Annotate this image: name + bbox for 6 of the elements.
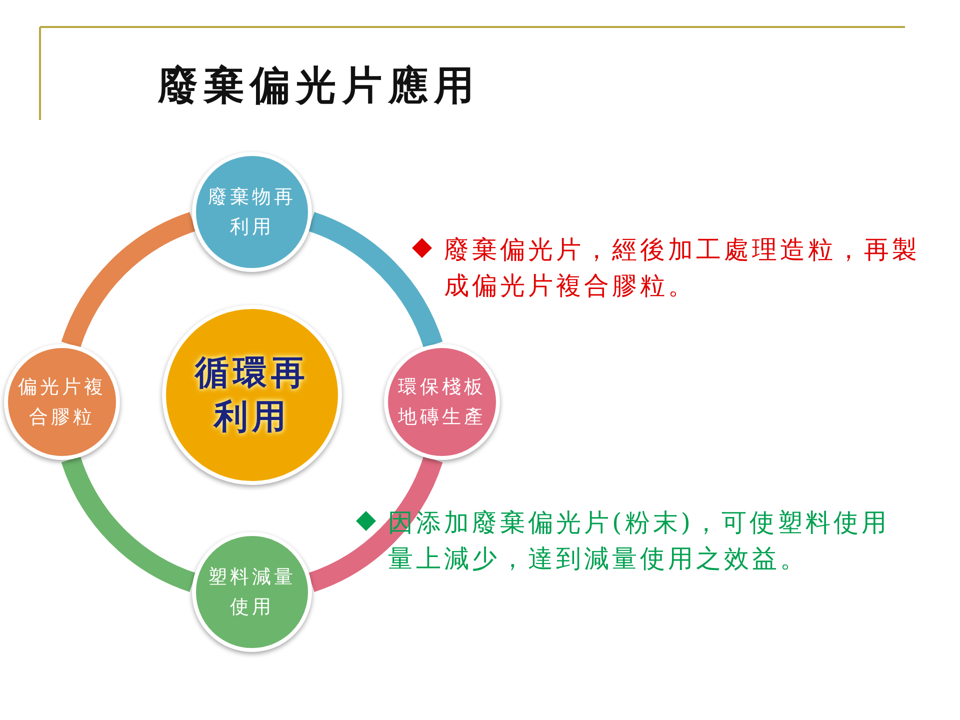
bullet-text: 廢棄偏光片，經後加工處理造粒，再製成偏光片複合膠粒。 [444,234,921,302]
title: 廢棄偏光片應用 [158,61,480,111]
ring-arc [308,456,442,592]
bullet-text: 因添加廢棄偏光片(粉末)，可使塑料使用量上減少，達到減量使用之效益。 [388,507,891,575]
ring-arc [308,212,442,348]
ring-arc [62,212,196,348]
